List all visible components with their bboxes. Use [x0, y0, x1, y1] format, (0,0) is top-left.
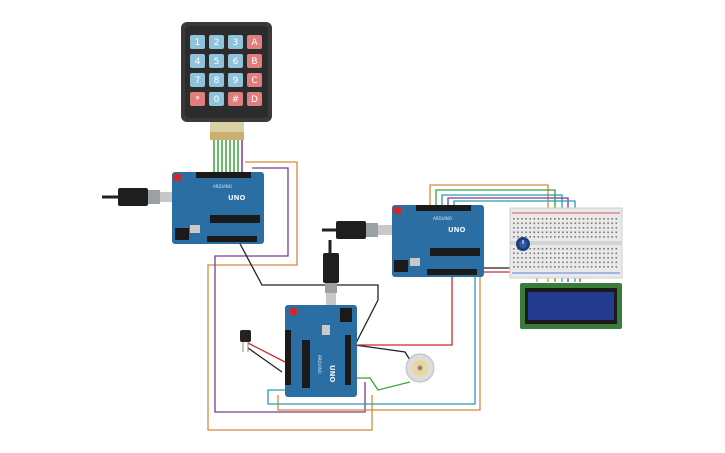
keypad-key-label: B	[251, 57, 257, 67]
wire-black-3[interactable]	[247, 347, 283, 373]
keypad-key-label: 2	[214, 38, 220, 48]
board-model-label: UNO	[448, 226, 466, 234]
wire-orange-1[interactable]	[207, 161, 373, 431]
keypad-key[interactable]	[190, 35, 205, 49]
dc-motor-icon[interactable]	[405, 353, 435, 383]
keypad-key-label: C	[251, 76, 257, 86]
keypad-key[interactable]	[190, 92, 205, 106]
keypad-key-label: 0	[214, 95, 220, 105]
board-model-label: UNO	[228, 194, 246, 202]
keypad[interactable]: 1 2 3 A 4 5 6 B 7 8 9 C * 0 # D	[181, 22, 272, 140]
keypad-key-label: 7	[195, 76, 201, 86]
keypad-key[interactable]	[209, 73, 224, 87]
keypad-key[interactable]	[228, 35, 243, 49]
keypad-key-label: *	[195, 95, 200, 105]
keypad-connector	[210, 122, 244, 132]
keypad-key-label: 8	[214, 76, 220, 86]
keypad-key[interactable]	[209, 35, 224, 49]
keypad-key-label: 1	[195, 38, 201, 48]
ir-sensor-icon[interactable]	[240, 330, 251, 352]
board-model-label: UNO	[328, 365, 336, 383]
keypad-key[interactable]	[209, 54, 224, 68]
keypad-key[interactable]	[247, 54, 262, 68]
usb-cable-icon	[102, 188, 403, 309]
keypad-key[interactable]	[190, 73, 205, 87]
arduino-uno-bottom[interactable]: UNO ARDUINO	[285, 305, 357, 397]
board-brand-label: ARDUINO	[213, 184, 232, 189]
keypad-key[interactable]	[228, 54, 243, 68]
wire-red-2[interactable]	[247, 342, 286, 363]
keypad-key[interactable]	[190, 54, 205, 68]
breadboard[interactable]	[509, 207, 623, 279]
keypad-key[interactable]	[228, 73, 243, 87]
potentiometer-icon[interactable]	[516, 237, 530, 251]
arduino-uno-left[interactable]: UNO ARDUINO	[172, 172, 264, 244]
wire-black-1[interactable]	[237, 239, 379, 346]
keypad-key[interactable]	[247, 73, 262, 87]
keypad-key-label: 4	[195, 57, 201, 67]
keypad-key-label: #	[232, 95, 240, 105]
breadboard-holes	[513, 218, 618, 268]
board-brand-label: ARDUINO	[433, 216, 452, 221]
keypad-key-label: 3	[233, 38, 239, 48]
keypad-ribbon	[213, 140, 243, 178]
wire-purple-1[interactable]	[214, 167, 366, 413]
board-brand-label: ARDUINO	[317, 355, 322, 374]
keypad-keys: 1 2 3 A 4 5 6 B 7 8 9 C * 0 # D	[190, 35, 262, 106]
keypad-key-label: A	[251, 38, 258, 48]
lcd-display[interactable]	[520, 283, 622, 329]
keypad-key-label: 5	[214, 57, 220, 67]
keypad-key-label: D	[251, 95, 258, 105]
keypad-key[interactable]	[228, 92, 243, 106]
keypad-key[interactable]	[247, 92, 262, 106]
arduino-uno-right[interactable]: UNO ARDUINO	[392, 205, 484, 277]
keypad-key[interactable]	[247, 35, 262, 49]
keypad-key-label: 6	[233, 57, 239, 67]
keypad-key-label: 9	[233, 76, 239, 86]
keypad-key[interactable]	[209, 92, 224, 106]
